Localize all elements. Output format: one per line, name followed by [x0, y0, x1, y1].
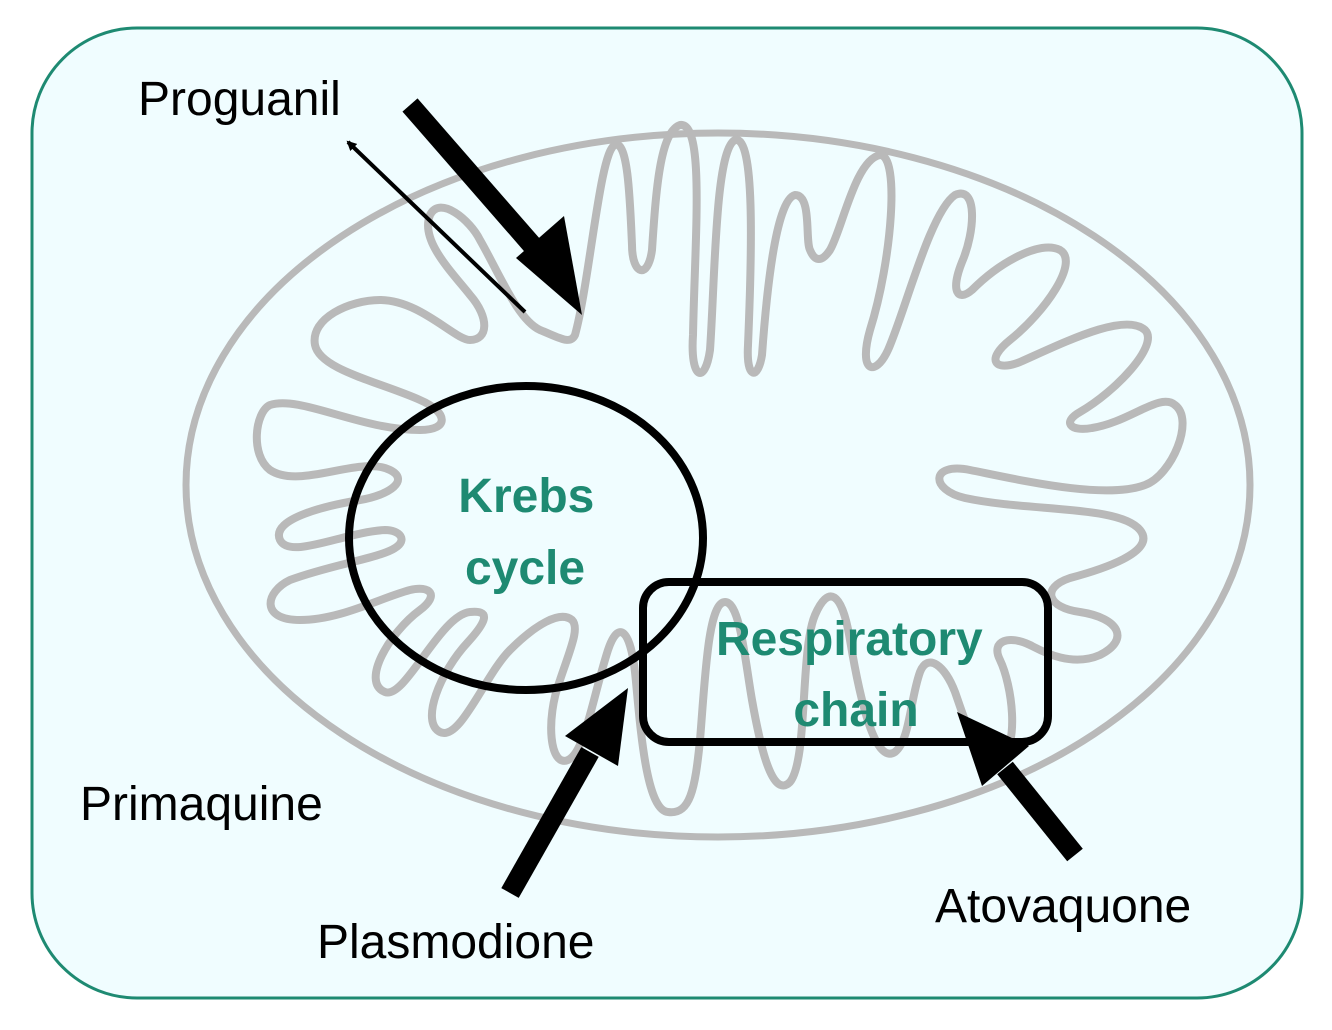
mitochondrion-outer-membrane — [182, 129, 1254, 841]
proguanil-label: Proguanil — [138, 73, 341, 126]
respiratory-chain-box — [639, 578, 1052, 746]
plasmodione-label: Plasmodione — [317, 916, 595, 969]
respiratory-chain-label-line1: Respiratory — [716, 613, 983, 666]
mitochondrion-inner-membrane-cristae — [252, 121, 1187, 817]
plasmodione-arrow — [501, 688, 628, 898]
krebs-cycle-circle — [345, 382, 707, 694]
atovaquone-label: Atovaquone — [935, 880, 1191, 933]
proguanil-thin-arrow — [346, 140, 527, 314]
krebs-cycle-label-line2: cycle — [465, 542, 585, 595]
proguanil-thick-arrow — [402, 98, 582, 315]
primaquine-label: Primaquine — [80, 778, 323, 831]
respiratory-chain-label: Respiratory chain — [716, 613, 996, 737]
krebs-cycle-label-line1: Krebs — [458, 470, 594, 523]
atovaquone-arrow — [957, 712, 1083, 862]
respiratory-chain-label-line2: chain — [793, 684, 918, 737]
krebs-cycle-label: Krebs cycle — [458, 470, 607, 595]
